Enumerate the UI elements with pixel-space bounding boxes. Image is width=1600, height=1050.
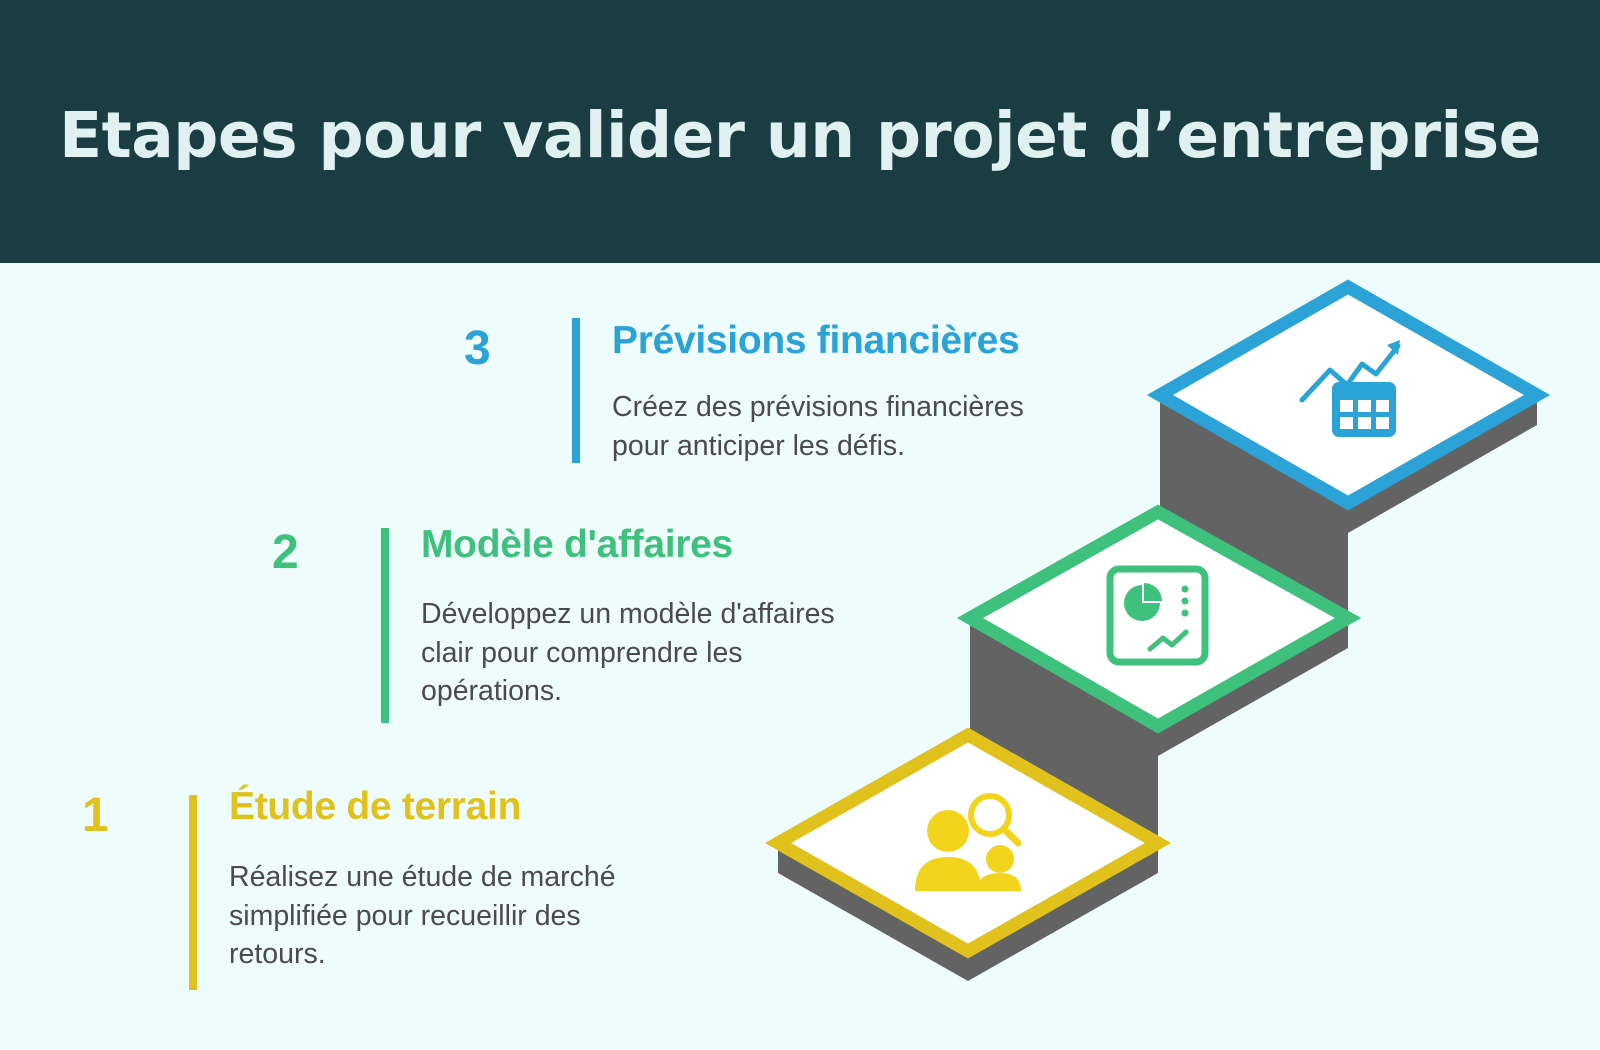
step-title: Modèle d'affaires: [421, 523, 733, 567]
step-description: Développez un modèle d'affaires clair po…: [421, 595, 891, 711]
step-title: Étude de terrain: [229, 785, 521, 829]
step-divider: [381, 528, 389, 723]
header-banner: Etapes pour valider un projet d’entrepri…: [0, 0, 1600, 263]
step-description: Réalisez une étude de marché simplifiée …: [229, 858, 679, 974]
page-title: Etapes pour valider un projet d’entrepri…: [59, 91, 1541, 172]
step-divider: [572, 318, 580, 463]
step-description: Créez des prévisions financières pour an…: [612, 388, 1082, 465]
step-number: 2: [272, 525, 299, 580]
step-number: 1: [82, 788, 109, 843]
steps-diagram: 3 Prévisions financières Créez des prévi…: [0, 263, 1600, 1050]
step-number: 3: [464, 321, 491, 376]
step-title: Prévisions financières: [612, 319, 1019, 363]
step-divider: [189, 795, 197, 990]
